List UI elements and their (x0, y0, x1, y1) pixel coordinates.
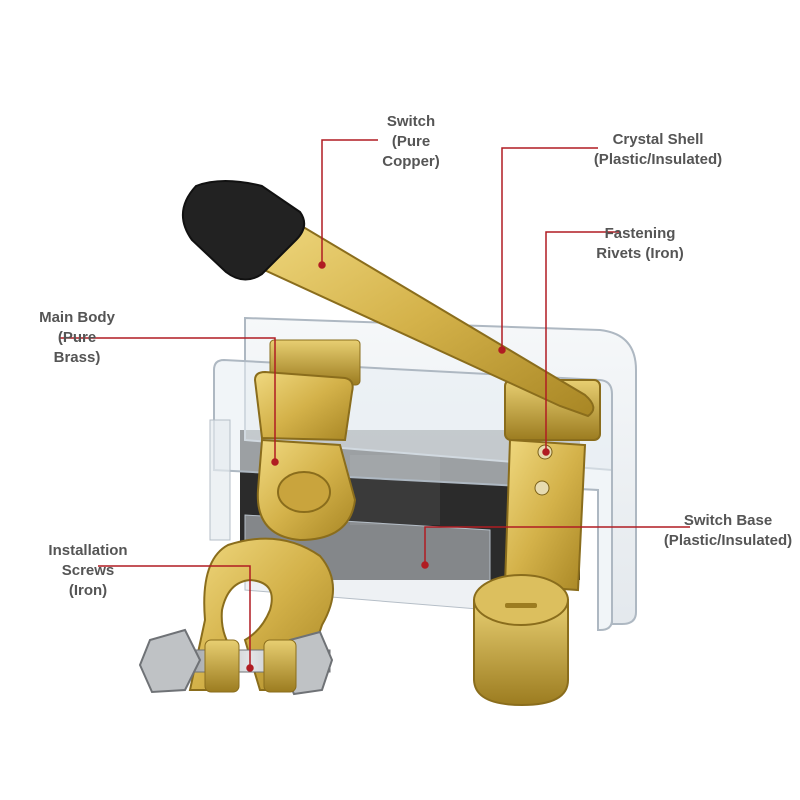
terminal-post (473, 574, 569, 707)
leader-rivets (545, 231, 620, 452)
callout-installation-screws-line3: (Iron) (68, 582, 108, 599)
switch-lever (181, 180, 595, 418)
callout-switch-line1: Switch (386, 113, 436, 130)
callout-switch: Switch (Pure Copper) (370, 112, 452, 172)
callout-switch-base-line2: (Plastic/Insulated) (663, 532, 793, 549)
main-body (253, 339, 361, 542)
rivet-icon (534, 480, 550, 496)
callout-switch-base-line1: Switch Base (683, 512, 773, 529)
handle-grip-icon (181, 180, 306, 281)
callout-fastening-rivets: Fastening Rivets (Iron) (584, 224, 696, 264)
leader-main-body (60, 337, 276, 462)
leader-screws (98, 565, 251, 668)
leader-crystal-shell (501, 147, 598, 350)
callout-main-body-line2: (Pure (57, 329, 97, 346)
callout-installation-screws: Installation Screws (Iron) (32, 541, 144, 601)
callout-installation-screws-line2: Screws (61, 562, 115, 579)
battery-clamp (138, 537, 334, 696)
callout-switch-line2: (Pure (391, 133, 431, 150)
callout-switch-line3: Copper) (382, 153, 440, 170)
leader-lines (60, 139, 690, 672)
leader-switch-base (424, 526, 690, 565)
callout-installation-screws-line1: Installation (48, 542, 128, 559)
callout-main-body-line3: Brass) (53, 349, 101, 366)
callout-switch-base: Switch Base (Plastic/Insulated) (650, 511, 800, 551)
callout-main-body-line1: Main Body (39, 309, 115, 326)
nut-icon (138, 628, 202, 694)
callout-fastening-rivets-line1: Fastening (604, 225, 676, 242)
callout-crystal-shell-line2: (Plastic/Insulated) (593, 151, 723, 168)
leader-switch (321, 139, 378, 265)
callout-crystal-shell: Crystal Shell (Plastic/Insulated) (578, 130, 738, 170)
callout-crystal-shell-line1: Crystal Shell (612, 131, 704, 148)
callout-fastening-rivets-line2: Rivets (Iron) (596, 245, 684, 262)
callout-main-body: Main Body (Pure Brass) (26, 308, 128, 368)
